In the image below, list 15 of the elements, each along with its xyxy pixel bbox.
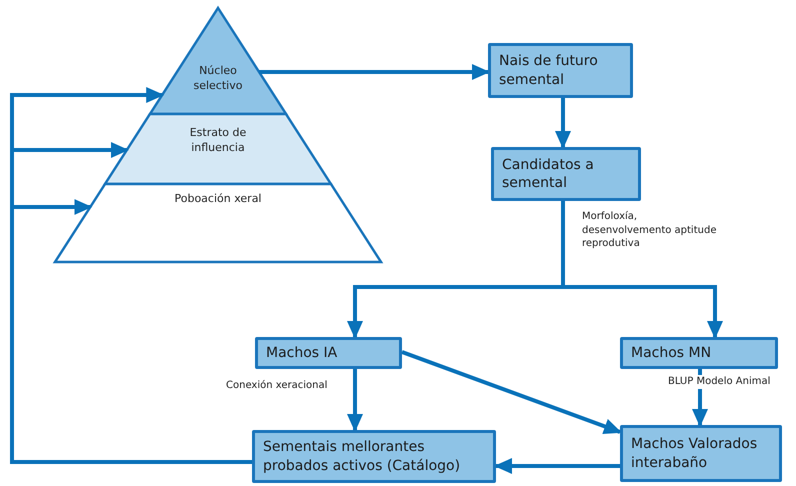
arrow — [401, 350, 622, 434]
process-box: Sementais mellorantes probados activos (Catálogo) — [252, 430, 496, 483]
layer-label: Poboación xeral — [174, 192, 262, 207]
layer-label: Núcleo selectivo — [192, 64, 244, 94]
arrow — [259, 64, 490, 80]
process-box: Machos MN — [620, 337, 778, 369]
process-box: Machos IA — [255, 337, 402, 369]
process-box: Candidatos a semental — [491, 147, 641, 201]
arrow — [347, 369, 363, 432]
process-box: Nais de futuro semental — [488, 43, 633, 98]
layer-label: Estrato de influencia — [188, 126, 248, 156]
arrow — [555, 98, 571, 149]
process-box: Machos Valorados interabaño — [620, 425, 782, 482]
arrow — [494, 458, 620, 474]
edge-label: BLUP Modelo Animal — [668, 375, 770, 388]
